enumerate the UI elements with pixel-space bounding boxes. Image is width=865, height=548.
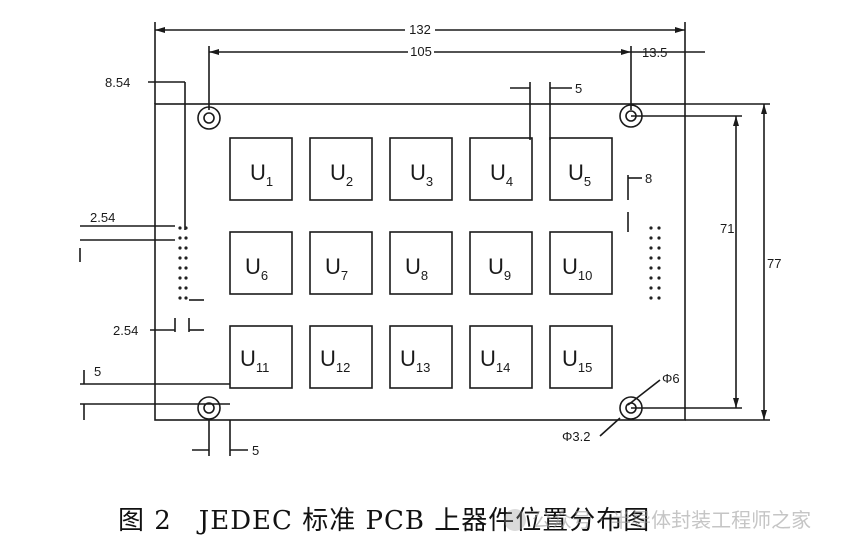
mounting-hole-icon xyxy=(197,396,221,420)
dim-row-gap: 8 xyxy=(645,171,652,186)
component-box-u7 xyxy=(309,231,373,295)
dim-left-edge: 5 xyxy=(94,364,101,379)
unit-label-u8: U8 xyxy=(405,254,428,283)
component-box-u9 xyxy=(469,231,533,295)
figure-caption-area: 图 2 JEDEC 标准 PCB 上器件位置分布图 公众号 · 半导体封装工程师… xyxy=(0,498,865,538)
component-box-u4 xyxy=(469,137,533,201)
dim-left-offset: 8.54 xyxy=(105,75,130,90)
dim-top-gap: 5 xyxy=(575,81,582,96)
dim-pitch-a: 2.54 xyxy=(90,210,115,225)
unit-label-u3: U3 xyxy=(410,160,433,189)
component-box-u14 xyxy=(469,325,533,389)
component-box-u11 xyxy=(229,325,293,389)
figure-caption: 图 2 JEDEC 标准 PCB 上器件位置分布图 xyxy=(118,506,651,536)
watermark: 公众号 · 半导体封装工程师之家 xyxy=(504,504,811,533)
mounting-hole-icon xyxy=(619,396,643,420)
component-box-u10 xyxy=(549,231,613,295)
dim-inner-height: 71 xyxy=(720,221,734,236)
dim-overall-width: 132 xyxy=(409,22,431,37)
unit-label-u1: U1 xyxy=(250,160,273,189)
component-box-u3 xyxy=(389,137,453,201)
wechat-icon xyxy=(504,509,526,531)
component-box-u13 xyxy=(389,325,453,389)
component-box-u12 xyxy=(309,325,373,389)
connector-pins-left xyxy=(178,226,188,300)
unit-label-u9: U9 xyxy=(488,254,511,283)
unit-label-u13: U13 xyxy=(400,346,430,375)
unit-label-u2: U2 xyxy=(330,160,353,189)
component-box-u8 xyxy=(389,231,453,295)
mounting-hole-icon xyxy=(619,104,643,128)
connector-pins-right xyxy=(649,226,661,300)
component-box-u1 xyxy=(229,137,293,201)
pcb-board-outline xyxy=(154,103,686,421)
component-box-u2 xyxy=(309,137,373,201)
watermark-text: 公众号 · 半导体封装工程师之家 xyxy=(532,508,812,532)
dim-bottom-edge: 5 xyxy=(252,443,259,458)
mounting-hole-icon xyxy=(197,106,221,130)
dim-right-offset: 13.5 xyxy=(642,45,667,60)
component-box-u15 xyxy=(549,325,613,389)
unit-label-u6: U6 xyxy=(245,254,268,283)
unit-label-u12: U12 xyxy=(320,346,350,375)
unit-label-u5: U5 xyxy=(568,160,591,189)
dim-overall-height: 77 xyxy=(767,256,781,271)
dim-hole-spacing: 105 xyxy=(410,44,432,59)
dim-hole-diameter: Φ3.2 xyxy=(562,429,590,444)
unit-label-u4: U4 xyxy=(490,160,513,189)
unit-label-u7: U7 xyxy=(325,254,348,283)
unit-label-u10: U10 xyxy=(562,254,592,283)
unit-label-u15: U15 xyxy=(562,346,592,375)
unit-label-u11: U11 xyxy=(240,346,269,375)
component-box-u5 xyxy=(549,137,613,201)
dim-pad-diameter: Φ6 xyxy=(662,371,680,386)
dim-pitch-b: 2.54 xyxy=(113,323,138,338)
unit-label-u14: U14 xyxy=(480,346,510,375)
component-box-u6 xyxy=(229,231,293,295)
